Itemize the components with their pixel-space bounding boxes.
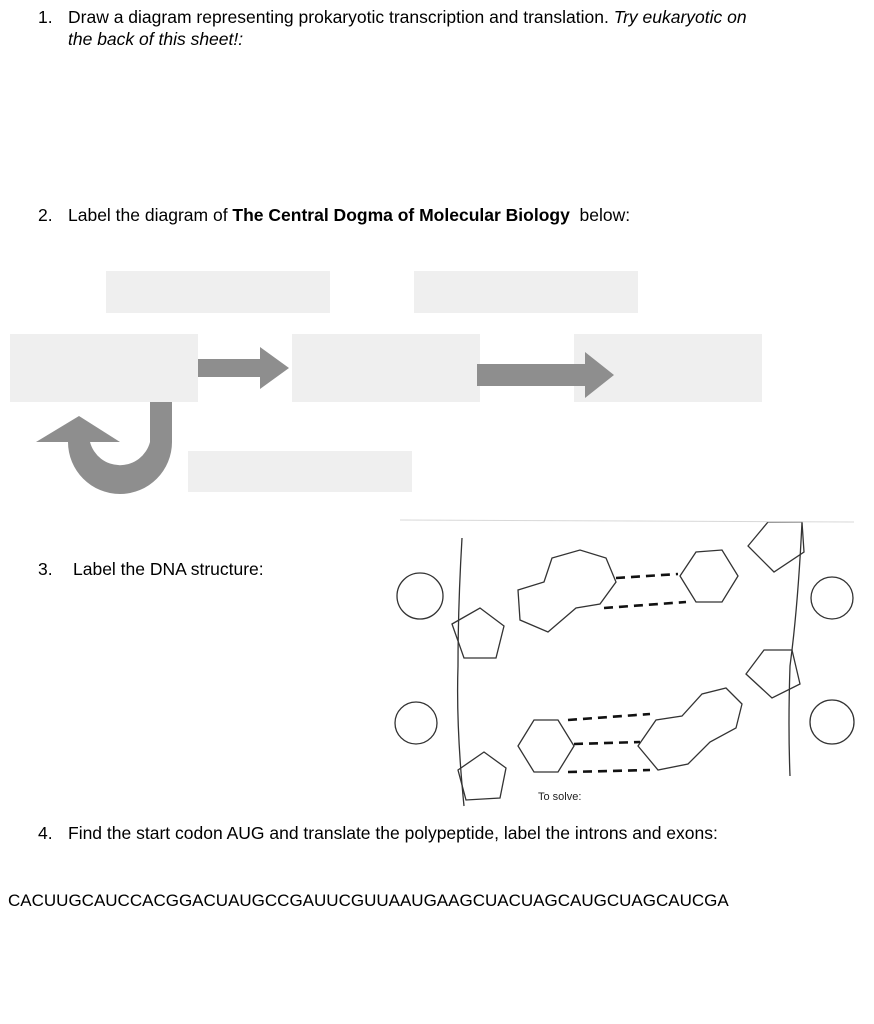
question-2: 2. Label the diagram of The Central Dogm… xyxy=(38,204,838,228)
phosphate-circle xyxy=(809,699,855,745)
curved-arrow-icon xyxy=(36,402,172,494)
phosphate-circle xyxy=(396,572,444,620)
label-box-bottom[interactable] xyxy=(188,451,412,492)
phosphate-circle xyxy=(810,576,854,620)
pyrimidine-base xyxy=(517,719,575,773)
purine-base xyxy=(517,549,617,633)
question-text: Draw a diagram representing prokaryotic … xyxy=(68,7,747,49)
question-4: 4. Find the start codon AUG and translat… xyxy=(38,822,858,846)
purine-base xyxy=(637,687,743,771)
diagram-note: To solve: xyxy=(538,791,582,803)
backbone-left xyxy=(456,537,465,807)
question-number: 3. xyxy=(38,559,53,579)
question-number: 4. xyxy=(38,823,53,843)
question-number: 1. xyxy=(38,7,53,27)
arrow-right-icon xyxy=(198,347,289,389)
central-dogma-title: The Central Dogma of Molecular Biology xyxy=(232,205,570,225)
label-box-left[interactable] xyxy=(10,334,198,402)
arrow-right-icon xyxy=(477,352,614,398)
label-box-top-left[interactable] xyxy=(106,271,330,313)
question-italic-note: Try eukaryotic on xyxy=(613,7,747,27)
question-number: 2. xyxy=(38,205,53,225)
label-box-right[interactable] xyxy=(574,334,762,402)
backbone-right xyxy=(788,521,803,777)
phosphate-circle xyxy=(394,701,438,745)
sugar-pentagon xyxy=(747,521,805,573)
question-italic-note-cont: the back of this sheet!: xyxy=(68,29,244,49)
sugar-pentagon xyxy=(451,607,505,659)
sugar-pentagon xyxy=(745,649,801,699)
dna-structure-diagram xyxy=(394,519,855,807)
sugar-pentagon xyxy=(457,751,507,801)
label-box-middle[interactable] xyxy=(292,334,480,402)
question-text: Find the start codon AUG and translate t… xyxy=(68,823,718,843)
question-text: Label the DNA structure: xyxy=(73,559,264,579)
question-text: Label the diagram of The Central Dogma o… xyxy=(68,205,631,225)
question-3: 3. Label the DNA structure: xyxy=(38,558,358,582)
pyrimidine-base xyxy=(679,549,739,603)
label-box-top-right[interactable] xyxy=(414,271,638,313)
rna-sequence: CACUUGCAUCCACGGACUAUGCCGAUUCGUUAAUGAAGCU… xyxy=(8,891,729,910)
question-1: 1. Draw a diagram representing prokaryot… xyxy=(38,6,838,52)
